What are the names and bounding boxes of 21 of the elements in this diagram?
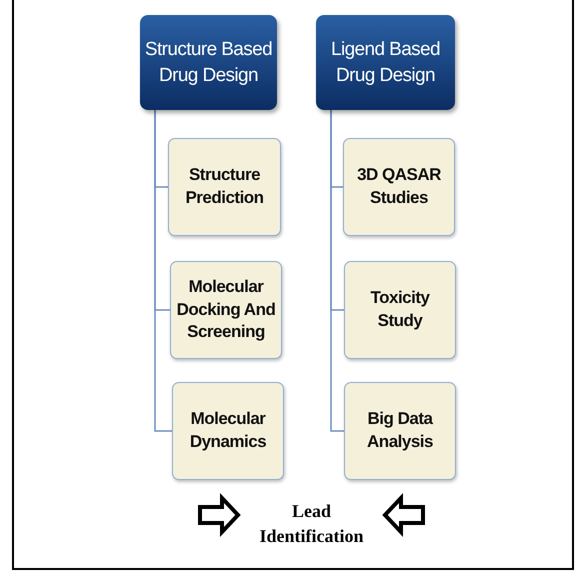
- block-arrow: [382, 492, 425, 538]
- connector-line: [154, 110, 172, 432]
- box-label: 3D QASAR Studies: [356, 164, 442, 209]
- box-label: Ligend Based Drug Design: [330, 38, 441, 88]
- method-box: [344, 382, 456, 480]
- box-label: Molecular Docking And Screening: [176, 276, 276, 344]
- box-label: Big Data Analysis: [366, 408, 434, 453]
- box-label: Structure Prediction: [184, 164, 265, 209]
- method-box: [343, 138, 455, 236]
- box-label: Toxicity Study: [370, 287, 431, 332]
- method-box: [168, 138, 281, 236]
- header-box: [316, 15, 455, 110]
- block-arrow: [198, 492, 241, 538]
- method-box: [344, 261, 456, 359]
- box-label: Structure Based Drug Design: [144, 38, 273, 88]
- result-label: Lead Identification: [258, 500, 364, 548]
- method-box: [170, 261, 282, 359]
- header-box: [140, 15, 277, 110]
- connector-line: [330, 110, 344, 432]
- method-box: [172, 382, 284, 480]
- box-label: Molecular Dynamics: [188, 408, 268, 453]
